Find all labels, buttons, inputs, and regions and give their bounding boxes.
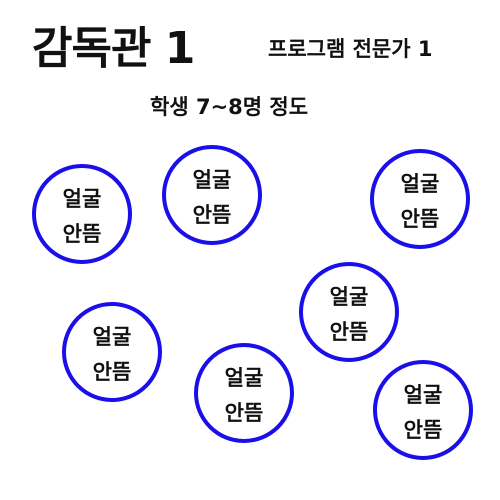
seat-status-face: 얼굴 xyxy=(224,366,264,390)
seat-status-missing: 안뜸 xyxy=(224,401,264,425)
seat-status-missing: 안뜸 xyxy=(400,207,440,231)
seat-status-missing: 안뜸 xyxy=(192,203,232,227)
expert-label: 프로그램 전문가 1 xyxy=(268,37,433,61)
seat-status-missing: 안뜸 xyxy=(329,320,369,344)
student-seat-7: 얼굴 안뜸 xyxy=(373,360,473,460)
student-seat-5: 얼굴 안뜸 xyxy=(62,302,162,402)
seat-status-missing: 안뜸 xyxy=(403,418,443,442)
seat-status-face: 얼굴 xyxy=(400,172,440,196)
student-seat-3: 얼굴 안뜸 xyxy=(370,149,470,249)
seat-status-face: 얼굴 xyxy=(192,168,232,192)
seat-status-missing: 안뜸 xyxy=(62,222,102,246)
student-seat-2: 얼굴 안뜸 xyxy=(162,145,262,245)
student-seat-4: 얼굴 안뜸 xyxy=(299,262,399,362)
seat-status-face: 얼굴 xyxy=(329,285,369,309)
student-seat-6: 얼굴 안뜸 xyxy=(194,343,294,443)
seat-status-face: 얼굴 xyxy=(403,383,443,407)
seat-status-face: 얼굴 xyxy=(62,187,102,211)
supervisor-title: 감독관 1 xyxy=(32,23,195,74)
student-count-label: 학생 7~8명 정도 xyxy=(150,95,309,119)
seat-status-missing: 안뜸 xyxy=(92,360,132,384)
seat-status-face: 얼굴 xyxy=(92,325,132,349)
student-seat-1: 얼굴 안뜸 xyxy=(32,164,132,264)
